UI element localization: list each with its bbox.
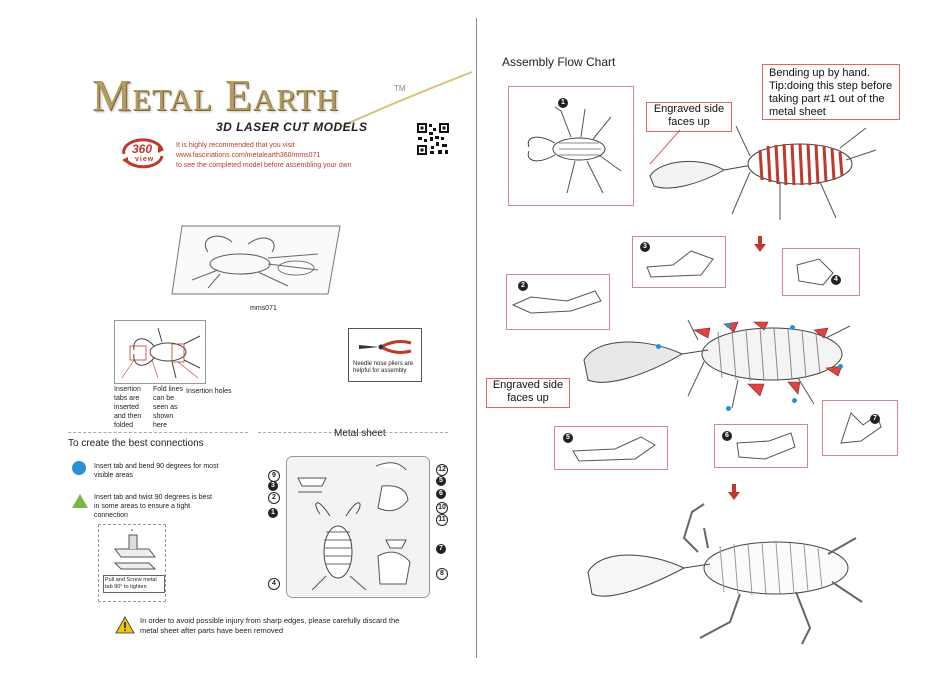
part-3-illustration [646,250,714,278]
sheet-right-number: 5 [436,476,446,486]
blue-dot-icon [838,364,843,369]
dashed-rule-right [258,432,448,433]
recommend-url[interactable]: www.fascinations.com/metalearth360/mms07… [176,152,321,159]
warning-icon [115,616,135,634]
sheet-left-number: 1 [268,508,278,518]
pliers-box: Needle nose pliers are helpful for assem… [348,328,422,382]
arrow-down-icon [754,236,766,252]
green-triangle-caption: Insert tab and twist 90 degrees is best … [94,494,212,519]
part-number: 3 [640,242,650,252]
beetle-step-1 [649,125,877,220]
badge-number: 360 [132,142,153,156]
recommend-text: It is highly recommended that you visit … [176,141,352,171]
green-triangle-icon [72,494,88,508]
dashed-rule-left [68,432,248,433]
sheet-right-number: 10 [436,502,448,514]
brand-logo: Metal Earth [92,71,340,120]
pliers-icon [359,340,412,354]
qr-code-icon[interactable] [416,122,450,156]
blue-dot-icon [72,461,86,475]
part-number: 5 [563,433,573,443]
gold-swoosh-decoration [341,71,473,127]
bending-callout: Bending up by hand. Tip:doing this step … [762,64,900,120]
rotate-arrows-icon [122,138,164,169]
model-code: mms071 [250,305,277,312]
assembly-title: Assembly Flow Chart [502,55,616,69]
brand-subtitle: 3D LASER CUT MODELS [216,120,368,134]
sheet-right-number: 7 [436,544,446,554]
beetle-step-2 [583,319,851,409]
trademark: TM [394,84,406,93]
warning-text: In order to avoid possible injury from s… [140,616,400,635]
part-number: 1 [558,98,568,108]
sheet-right-number: 8 [436,568,448,580]
model-sheet-illustration [171,225,341,295]
part-4-box [782,248,860,296]
blue-dot-caption: Insert tab and bend 90 degrees for most … [94,463,219,479]
part-1-illustration [527,106,622,194]
twist-tab-caption: Pull and Screw metal tab 90° to tighten [103,575,165,593]
part-6-illustration [736,432,796,460]
part-number: 6 [722,431,732,441]
part-4-illustration [796,258,834,286]
blue-dot-icon [790,325,795,330]
blue-dot-icon [792,398,797,403]
recommend-line-2: to see the completed model before assemb… [176,162,352,169]
sheet-left-number: 3 [268,481,278,491]
sheet-right-number: 12 [436,464,448,476]
engraved-callout-1: Engraved side faces up [646,102,732,132]
part-1-box [508,86,634,206]
recommend-line-1: It is highly recommended that you visit [176,142,295,149]
insertion-tabs-caption: Insertion tabs are inserted and then fol… [114,386,142,429]
twist-tab-box: Pull and Screw metal tab 90° to tighten [98,524,166,602]
metal-sheet-diagram [286,456,430,598]
part-2-illustration [511,290,602,314]
sheet-right-number: 6 [436,489,446,499]
tab-fold-diagram [114,320,206,384]
twist-tab-icon [113,529,157,570]
pliers-caption: Needle nose pliers are helpful for assem… [353,361,414,374]
sheet-right-number: 11 [436,514,448,526]
part-number: 4 [831,275,841,285]
engraved-callout-2: Engraved side faces up [486,378,570,408]
callout-pointer [649,129,681,165]
arrow-down-icon [728,484,740,500]
part-7-illustration [840,412,882,444]
part-5-box [554,426,668,470]
blue-dot-icon [726,323,731,328]
sheet-left-number: 2 [268,492,280,504]
page-divider [476,18,477,658]
sheet-left-number: 4 [268,578,280,590]
part-6-box [714,424,808,468]
view-360-badge: 360 view [118,138,168,170]
part-number: 7 [870,414,880,424]
fold-lines-caption: Fold lines can be seen as shown here [153,386,183,429]
blue-dot-icon [656,344,661,349]
part-number: 2 [518,281,528,291]
blue-dot-icon [726,406,731,411]
beetle-final [587,503,863,645]
connections-title: To create the best connections [68,438,204,449]
insertion-holes-caption: Insertion holes [186,388,232,395]
badge-word: view [135,156,155,163]
part-7-box [822,400,898,456]
metal-sheet-label: Metal sheet [334,428,386,439]
part-5-illustration [572,436,656,462]
